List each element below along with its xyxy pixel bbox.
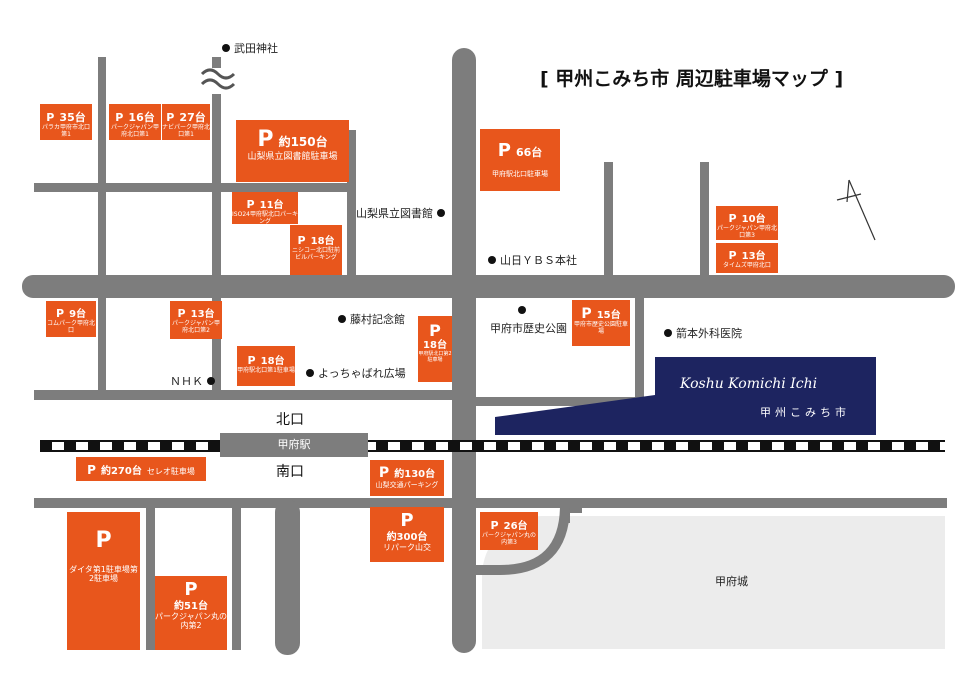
parking-lot: P 16台 パークジャパン甲府北口第1 (109, 104, 161, 140)
main-road (275, 500, 300, 655)
street (232, 505, 241, 650)
landmark-dot-icon (222, 44, 230, 52)
landmark-dot-icon (338, 315, 346, 323)
parking-lot: P 26台 パークジャパン丸の内第3 (480, 512, 538, 550)
street (34, 390, 459, 400)
parking-lot: P 11台 ISO24甲府駅北口パーキング (232, 192, 298, 224)
main-road (452, 48, 476, 653)
street (212, 57, 221, 400)
parking-lot: P 約270台 セレオ駐車場 (76, 457, 206, 481)
landmark-dot-icon (664, 329, 672, 337)
street (635, 295, 644, 405)
castle-label: 甲府城 (715, 575, 748, 588)
landmark-shrine: 武田神社 (218, 40, 278, 56)
parking-lot: P 15台 甲府市歴史公園駐車場 (572, 300, 630, 346)
parking-lot: P 35台 パラカ甲府市北口第1 (40, 104, 92, 140)
landmark-history-park: 甲府市歴史公園 (490, 306, 567, 336)
parking-lot: P 18台 甲府駅北口第1駐車場 (237, 346, 295, 386)
store-banner (495, 357, 876, 435)
main-road (22, 275, 955, 298)
street (700, 162, 709, 282)
south-exit-label: 南口 (276, 464, 304, 480)
street (560, 503, 582, 513)
map-title: [ 甲州こみち市 周辺駐車場マップ ] (540, 68, 844, 90)
landmark-dot-icon (437, 209, 445, 217)
parking-lot: P ダイタ第1駐車場第2駐車場 (67, 512, 140, 650)
road-break-icon (200, 68, 236, 94)
railway (40, 440, 945, 452)
north-exit-label: 北口 (276, 412, 304, 428)
landmark-library: 山梨県立図書館 (356, 205, 449, 221)
station-block: 甲府駅 (220, 433, 368, 457)
store-name: 甲州こみち市 (760, 406, 850, 419)
landmark-dot-icon (488, 256, 496, 264)
parking-lot: P 10台 パークジャパン甲府北口第3 (716, 206, 778, 240)
curved-road (475, 504, 570, 575)
parking-lot: P 9台 コムパーク甲府北口 (46, 301, 96, 337)
landmark-fujimura: 藤村記念館 (334, 311, 405, 327)
landmark-ybs: 山日ＹＢＳ本社 (484, 252, 577, 268)
street (146, 505, 155, 650)
parking-lot: P 約150台 山梨県立図書館駐車場 (236, 120, 349, 182)
landmark-dot-icon (518, 306, 526, 314)
landmark-nhk: ＮＨＫ (170, 373, 219, 389)
street (34, 183, 350, 192)
north-arrow-icon (836, 179, 876, 241)
landmark-clinic: 箭本外科医院 (660, 325, 742, 341)
parking-lot: P 66台 甲府駅北口駐車場 (480, 129, 560, 191)
parking-lot: P 18台 ニシコー北口駐前ビルパーキング (290, 225, 342, 275)
parking-lot: P 約130台 山梨交通パーキング (370, 460, 444, 496)
street (604, 162, 613, 282)
street (347, 130, 356, 280)
street (34, 498, 947, 508)
parking-lot: P 13台 タイムズ甲府北口 (716, 243, 778, 273)
landmark-plaza: よっちゃばれ広場 (302, 365, 406, 381)
parking-lot: P 27台 ナビパーク甲府北口第1 (162, 104, 210, 140)
street (98, 57, 106, 400)
parking-lot: P 13台 パークジャパン甲府北口第2 (170, 301, 222, 339)
landmark-dot-icon (306, 369, 314, 377)
landmark-dot-icon (207, 377, 215, 385)
store-logo: Koshu Komichi Ichi (680, 376, 818, 392)
street (474, 397, 644, 406)
